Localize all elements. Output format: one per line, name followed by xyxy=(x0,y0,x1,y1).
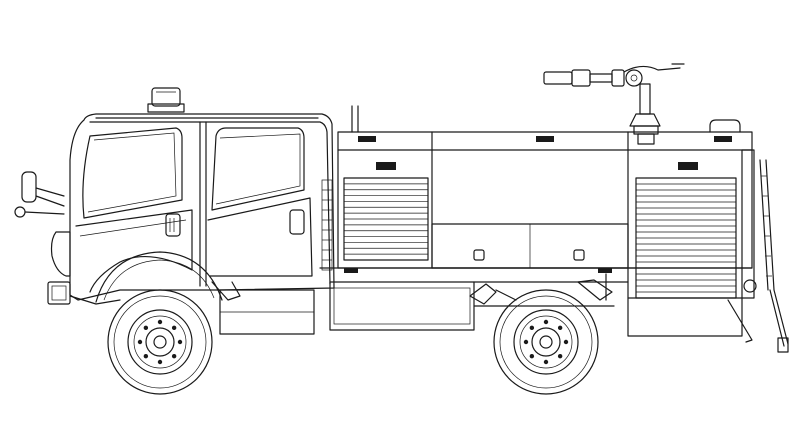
headlight xyxy=(50,231,71,277)
roof-beacon xyxy=(147,87,185,113)
front-door-handle xyxy=(165,213,181,237)
equipment-body xyxy=(319,105,755,337)
rim xyxy=(127,309,193,375)
tire-outer xyxy=(493,289,599,395)
lug-nut xyxy=(557,353,563,359)
front-wheel xyxy=(107,289,213,395)
hub-cap xyxy=(153,335,167,349)
front-bumper xyxy=(47,281,71,305)
lug-nut xyxy=(557,325,563,331)
cab-rear-corrugation xyxy=(321,179,333,271)
hub xyxy=(145,327,175,357)
lug-nut xyxy=(523,339,529,345)
front-door xyxy=(75,209,193,293)
rear-door-handle xyxy=(289,209,305,235)
rear-suspension xyxy=(469,273,615,307)
rim xyxy=(513,309,579,375)
lug-nut xyxy=(157,319,163,325)
lug-nut xyxy=(171,353,177,359)
lug-nut xyxy=(177,339,183,345)
cab-outline xyxy=(69,113,335,301)
tire-tread xyxy=(499,295,593,389)
rear-ladder[interactable] xyxy=(727,159,789,353)
cab xyxy=(14,87,335,335)
lug-nut xyxy=(143,353,149,359)
lug-nut xyxy=(137,339,143,345)
lug-nut xyxy=(529,353,535,359)
lug-nut xyxy=(563,339,569,345)
lug-nut xyxy=(157,359,163,365)
tire-outer xyxy=(107,289,213,395)
rim-inner xyxy=(519,315,573,369)
shutter-light-front xyxy=(376,162,396,170)
lug-nut xyxy=(171,325,177,331)
rear-door-window xyxy=(211,127,305,211)
rim-inner xyxy=(133,315,187,369)
body-upper xyxy=(337,131,753,269)
rear-wheel xyxy=(493,289,599,395)
front-window xyxy=(82,127,183,219)
water-monitor xyxy=(543,63,685,145)
side-mirror xyxy=(14,171,65,218)
shutter-light-rear xyxy=(678,162,698,170)
body-lower xyxy=(329,281,475,331)
lug-nut xyxy=(143,325,149,331)
marker-light-1 xyxy=(358,136,376,142)
marker-light-2 xyxy=(536,136,554,142)
lug-nut xyxy=(543,359,549,365)
marker-light-3 xyxy=(714,136,732,142)
front-wheel-arch xyxy=(95,251,223,303)
lug-nut xyxy=(529,325,535,331)
tire-tread xyxy=(113,295,207,389)
hub-cap xyxy=(539,335,553,349)
roller-shutter-front[interactable] xyxy=(343,177,429,261)
top-handrail xyxy=(709,119,741,133)
lug-nut xyxy=(543,319,549,325)
hub xyxy=(531,327,561,357)
roller-shutter-rear[interactable] xyxy=(635,177,737,299)
